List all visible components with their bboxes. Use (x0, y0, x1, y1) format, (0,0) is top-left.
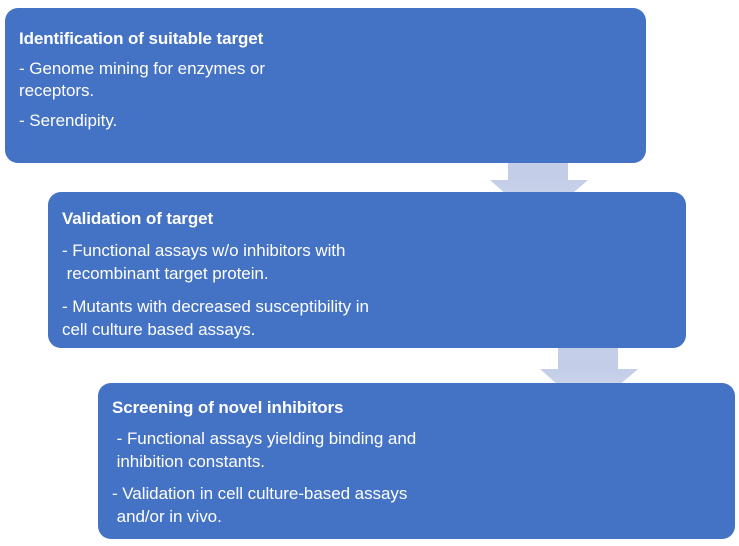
process-box-identification: Identification of suitable target - Geno… (5, 8, 646, 163)
process-box-bullet: - Functional assays w/o inhibitors with … (62, 241, 346, 283)
process-box-content: Validation of target - Functional assays… (48, 192, 686, 341)
process-box-content: Identification of suitable target - Geno… (5, 8, 646, 132)
process-box-content: Screening of novel inhibitors - Function… (98, 383, 735, 528)
process-box-bullet: - Validation in cell culture-based assay… (112, 484, 408, 526)
process-box-title: Identification of suitable target (19, 29, 264, 48)
process-box-validation: Validation of target - Functional assays… (48, 192, 686, 348)
process-box-title: Screening of novel inhibitors (112, 398, 344, 417)
process-box-bullet: - Genome mining for enzymes or receptors… (19, 59, 266, 100)
process-box-screening: Screening of novel inhibitors - Function… (98, 383, 735, 539)
process-box-bullet: - Functional assays yielding binding and… (116, 429, 417, 471)
process-box-bullet: - Mutants with decreased susceptibility … (62, 297, 369, 339)
process-box-title: Validation of target (62, 209, 214, 228)
process-box-bullet: - Serendipity. (19, 111, 118, 130)
